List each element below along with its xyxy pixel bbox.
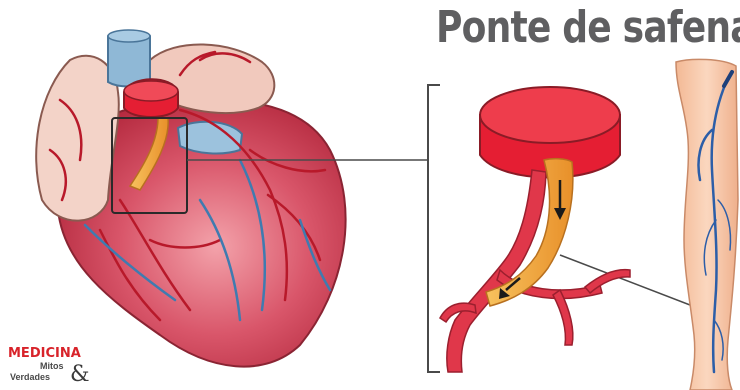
logo-line2: Verdades <box>10 372 50 382</box>
heart-illustration <box>36 30 345 367</box>
zoomed-bypass-detail <box>440 87 630 372</box>
leg-illustration <box>676 59 738 390</box>
vena-cava-opening <box>108 30 150 42</box>
logo-ampersand: & <box>70 362 90 387</box>
logo-brand: MEDICINA <box>8 346 81 361</box>
medicina-logo: MEDICINA Mitos Verdades & <box>8 346 108 390</box>
aorta-opening <box>124 81 178 101</box>
heart-atrium <box>36 56 119 221</box>
logo-line1: Mitos <box>40 361 64 371</box>
zoom-aorta-top <box>480 87 620 143</box>
page-title: Ponte de safena <box>436 2 682 62</box>
